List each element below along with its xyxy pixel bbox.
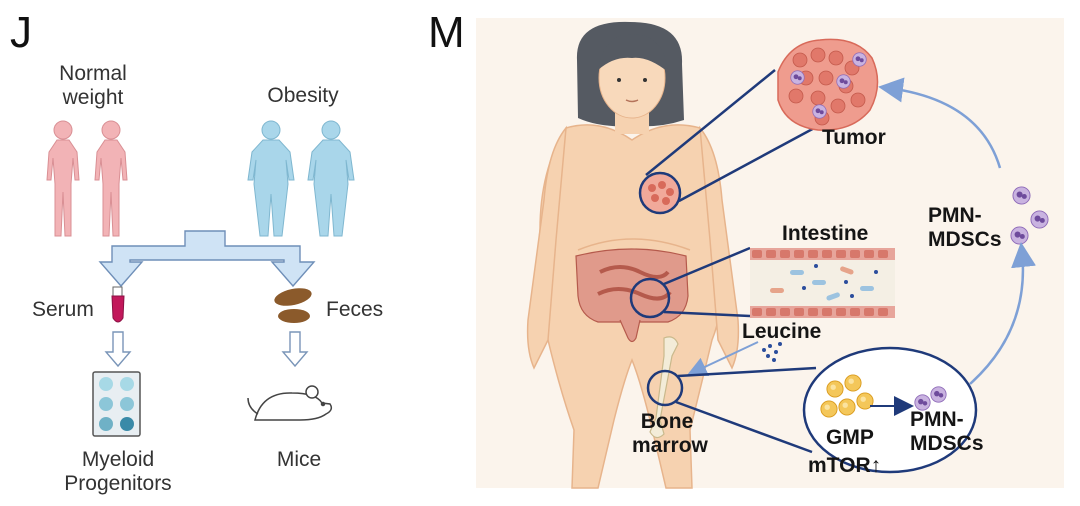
tumor-label: Tumor bbox=[822, 126, 886, 149]
panel-m bbox=[476, 18, 1064, 489]
mouse-icon bbox=[247, 385, 333, 421]
split-arrow bbox=[98, 230, 316, 288]
intestine-icon bbox=[575, 248, 689, 343]
obese-figure-2 bbox=[307, 120, 355, 237]
serum-label: Serum bbox=[32, 298, 94, 321]
serum-tube-icon bbox=[111, 286, 125, 323]
panel-j-letter: J bbox=[10, 8, 32, 57]
pmn-mdscs-marrow-label: PMN- MDSCs bbox=[910, 408, 984, 456]
obesity-label: Obesity bbox=[267, 84, 339, 107]
down-arrow-left bbox=[104, 331, 132, 368]
intestine-label: Intestine bbox=[782, 222, 869, 245]
leucine-dots bbox=[762, 342, 782, 362]
gmp-label: GMP bbox=[826, 426, 874, 449]
normal-weight-figure-1 bbox=[46, 120, 80, 237]
leucine-label: Leucine bbox=[742, 320, 822, 343]
normal-weight-label: Normal weight bbox=[59, 62, 127, 110]
panel-m-letter: M bbox=[428, 8, 465, 57]
myeloid-progenitors-label: Myeloid Progenitors bbox=[64, 448, 172, 496]
femur-bone-icon bbox=[649, 336, 679, 439]
leucine-arrow bbox=[686, 341, 759, 376]
feces-icon bbox=[274, 288, 312, 323]
tumor-zoom-line-2 bbox=[678, 124, 819, 203]
panel-j bbox=[46, 120, 355, 437]
down-arrow-right bbox=[281, 331, 309, 368]
mice-label: Mice bbox=[276, 448, 322, 471]
breast-tumor-circle bbox=[638, 171, 682, 215]
normal-weight-figure-2 bbox=[94, 120, 128, 237]
tumor-zoom-line-1 bbox=[645, 69, 776, 176]
intestine-lumen-inset bbox=[750, 248, 895, 318]
bone-marrow-circle bbox=[646, 369, 684, 407]
obese-figure-1 bbox=[247, 120, 295, 237]
intestine-circle bbox=[629, 277, 671, 319]
feces-label: Feces bbox=[326, 298, 384, 321]
mtor-label: mTOR↑ bbox=[808, 454, 882, 477]
flow-arrow-to-tumor bbox=[878, 77, 1002, 169]
well-plate-icon bbox=[92, 371, 141, 437]
bone-marrow-label: Bone marrow bbox=[632, 410, 708, 458]
tumor-cluster bbox=[777, 38, 879, 131]
pmn-mdscs-circulating-label: PMN- MDSCs bbox=[928, 204, 1002, 252]
flow-arrow-up bbox=[969, 242, 1036, 385]
